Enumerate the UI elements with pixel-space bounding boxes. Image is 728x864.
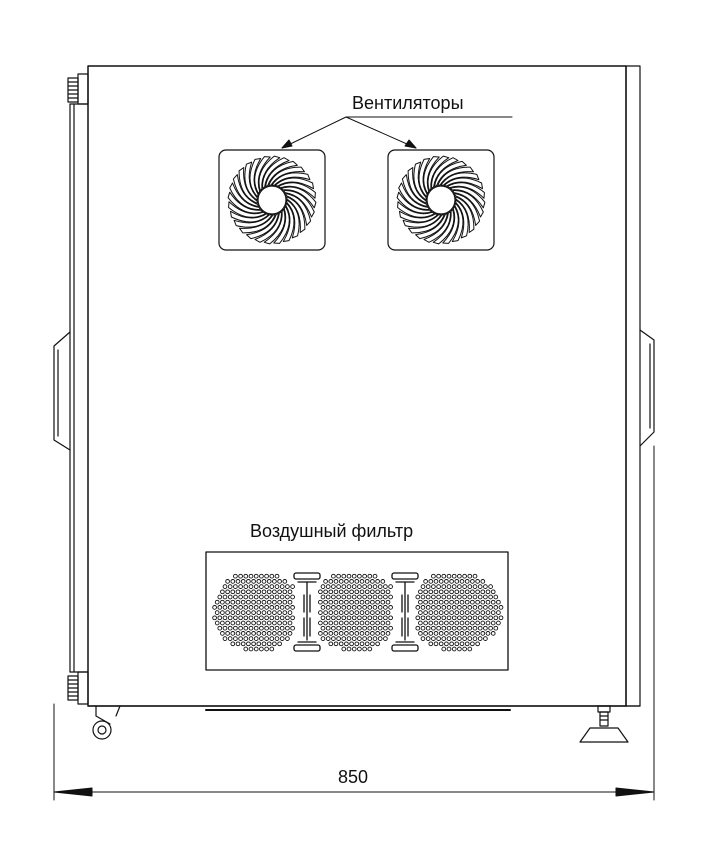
fans-label: Вентиляторы [352, 93, 464, 113]
bottom-hinge [67, 671, 89, 705]
caster-wheel [92, 705, 121, 740]
width-dimension [53, 445, 655, 801]
right-handle [639, 329, 655, 447]
top-hinge [67, 73, 89, 105]
air-filter [205, 551, 509, 671]
width-dimension-value: 850 [338, 767, 368, 787]
fan-right [387, 149, 495, 251]
fan-left [218, 149, 326, 251]
filter-clip-left [293, 572, 321, 652]
left-side-profile [53, 103, 89, 673]
air-filter-label: Воздушный фильтр [250, 521, 413, 541]
fans-callout [281, 116, 513, 149]
filter-clip-right [391, 572, 419, 652]
cabinet-body [87, 65, 641, 711]
leveling-foot [579, 705, 629, 743]
